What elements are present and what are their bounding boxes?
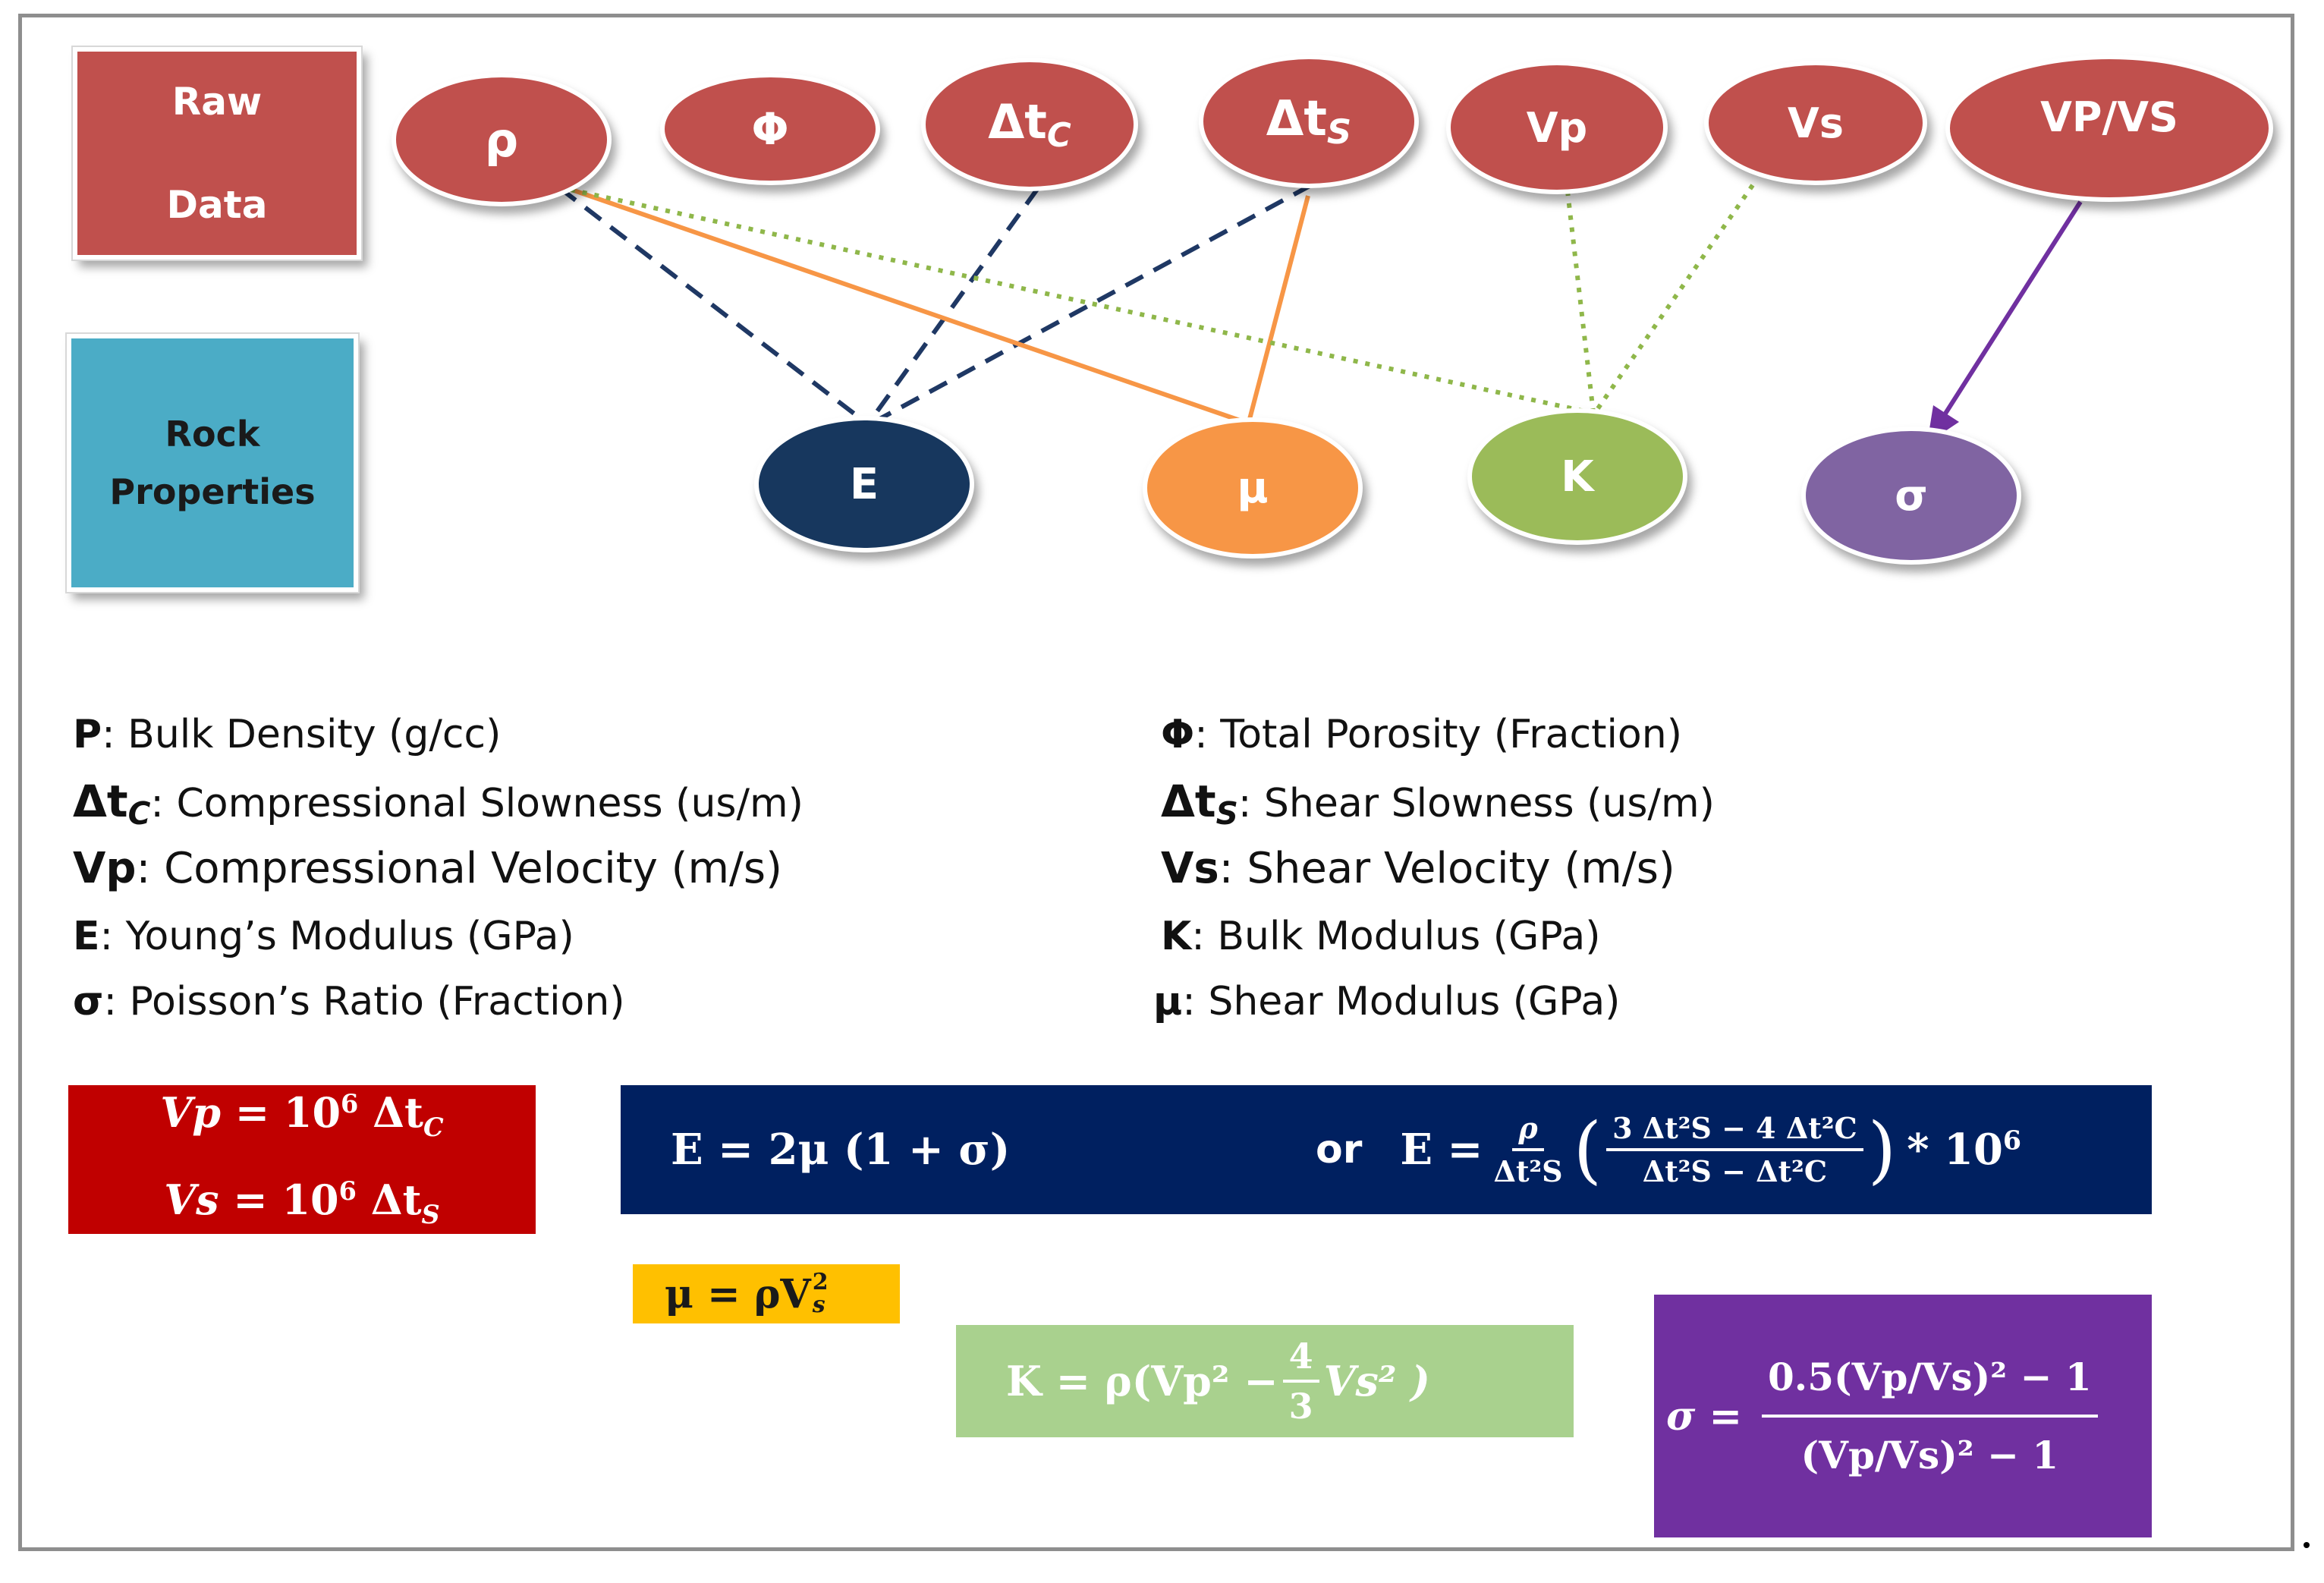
legend-youngs-modulus: E: Young’s Modulus (GPa) (73, 914, 574, 959)
node-vp: Vp (1446, 61, 1668, 194)
legend-shear-velocity: Vs: Shear Velocity (m/s) (1161, 844, 1675, 893)
equation-e-lhs: E = (1400, 1125, 1483, 1175)
node-dtc-label: ΔtC (988, 94, 1071, 155)
raw-data-box: Raw Data (71, 46, 363, 261)
legend-shear-modulus: μ: Shear Modulus (GPa) (1153, 979, 1621, 1024)
node-vpvs: VP/VS (1945, 55, 2273, 202)
equation-vs: Vs = 106 ΔtS (164, 1175, 440, 1229)
equation-e-inner-fraction: 3 Δt²S − 4 Δt²C Δt²S − Δt²C (1606, 1111, 1863, 1188)
line-rho-to-K (570, 187, 1593, 415)
node-sigma: σ (1801, 426, 2021, 565)
line-dtc-to-E (867, 187, 1040, 423)
line-vs-to-K (1593, 184, 1755, 414)
legend-compressional-slowness: ΔtC: Compressional Slowness (us/m) (73, 776, 803, 832)
line-dts-to-mu (1247, 195, 1310, 423)
equation-e-paren-close: ) (1867, 1107, 1897, 1192)
raw-data-label-1: Raw (171, 80, 263, 124)
node-dtc: ΔtC (921, 58, 1138, 191)
legend-shear-slowness: ΔtS: Shear Slowness (us/m) (1161, 776, 1715, 832)
node-K-label: K (1561, 452, 1594, 502)
trailing-period (2304, 1542, 2310, 1548)
legend-poissons-ratio: σ: Poisson’s Ratio (Fraction) (73, 979, 625, 1024)
node-vs-label: Vs (1788, 99, 1844, 147)
node-dts-label: ΔtS (1266, 90, 1352, 153)
node-dts: ΔtS (1199, 55, 1419, 188)
node-mu-label: μ (1237, 463, 1269, 513)
rock-properties-box: Rock Properties (65, 332, 360, 593)
node-mu: μ (1143, 417, 1363, 559)
legend-density: P: Bulk Density (g/cc) (73, 712, 502, 757)
node-rho-label: ρ (484, 112, 519, 168)
node-phi-label: Φ (751, 103, 789, 155)
equation-e-paren-open: ( (1573, 1107, 1602, 1192)
equation-bulk-modulus: K = ρ(Vp² − 4 3 Vs² ) (956, 1325, 1574, 1437)
line-rho-to-mu (562, 184, 1245, 424)
node-vpvs-label: VP/VS (2040, 93, 2178, 141)
node-sigma-label: σ (1895, 470, 1928, 521)
line-rho-to-E (558, 186, 866, 424)
node-E: E (754, 416, 974, 552)
legend-total-porosity: Φ: Total Porosity (Fraction) (1161, 712, 1682, 757)
rock-properties-label-1: Rock (165, 414, 260, 455)
raw-data-label-2: Data (166, 183, 268, 227)
legend-compressional-velocity: Vp: Compressional Velocity (m/s) (73, 844, 782, 893)
equation-e-tail: * 106 (1907, 1125, 2022, 1175)
equation-e-simple: E = 2μ (1 + σ) (671, 1125, 1011, 1175)
legend-bulk-modulus: K: Bulk Modulus (GPa) (1161, 914, 1601, 959)
equation-sigma-fraction: 0.5(Vp/Vs)² − 1 (Vp/Vs)² − 1 (1762, 1355, 2098, 1478)
equation-e-or: or (1316, 1127, 1363, 1172)
equation-velocity: Vp = 106 ΔtC Vs = 106 ΔtS (68, 1085, 536, 1234)
node-rho: ρ (392, 73, 612, 206)
equation-vp: Vp = 106 ΔtC (160, 1088, 444, 1142)
diagram-frame (18, 14, 2294, 1551)
equation-poissons-ratio: σ = 0.5(Vp/Vs)² − 1 (Vp/Vs)² − 1 (1654, 1295, 2152, 1537)
node-K: K (1467, 408, 1687, 545)
line-vp-to-K (1565, 190, 1596, 414)
equation-e-outer-fraction: ρ Δt²S (1493, 1111, 1563, 1188)
node-phi: Φ (660, 73, 880, 185)
arrow-vpvs-to-sigma (1942, 200, 2083, 417)
rock-properties-label-2: Properties (109, 471, 316, 512)
node-vs: Vs (1704, 61, 1927, 185)
line-dts-to-E (873, 183, 1313, 424)
equation-k-fraction: 4 3 (1282, 1336, 1319, 1427)
node-E-label: E (849, 459, 879, 509)
node-vp-label: Vp (1526, 103, 1588, 152)
equation-youngs-modulus: E = 2μ (1 + σ) or E = ρ Δt²S ( 3 Δt²S − … (621, 1085, 2152, 1214)
